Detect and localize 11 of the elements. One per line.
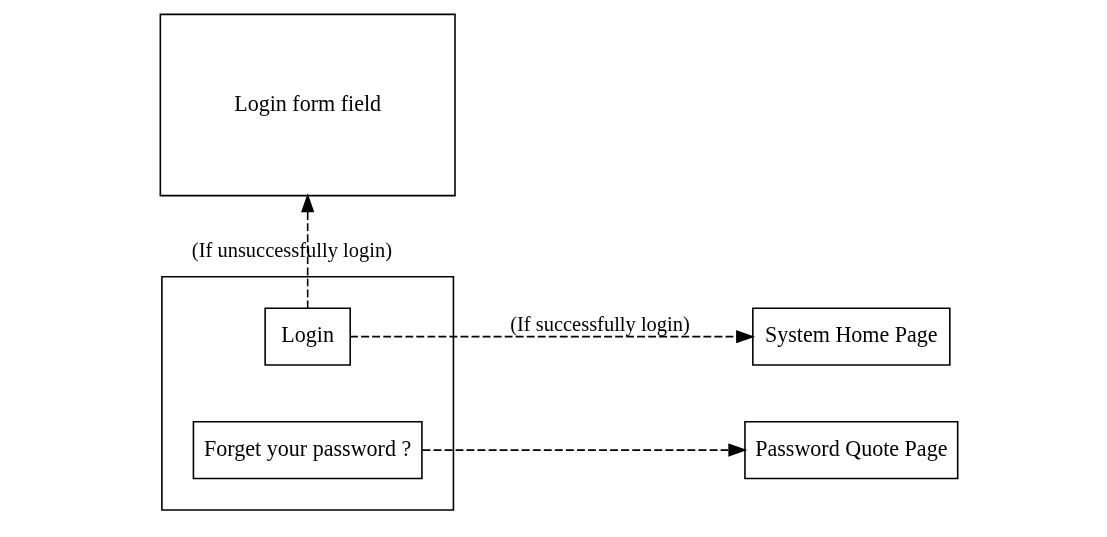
- node-box: Login form field: [159, 13, 456, 197]
- node-box: Forget your password ?: [192, 420, 423, 480]
- arrow: [349, 330, 756, 344]
- node-box: Password Quote Page: [744, 420, 959, 480]
- edge-label: (If unsuccessfully login): [191, 239, 392, 262]
- arrow: [301, 193, 315, 310]
- node-box: System Home Page: [752, 307, 951, 366]
- edge-label: (If successfully login): [510, 312, 690, 335]
- arrow: [421, 443, 748, 457]
- cluster: [161, 275, 455, 511]
- node-box: Login: [264, 307, 351, 366]
